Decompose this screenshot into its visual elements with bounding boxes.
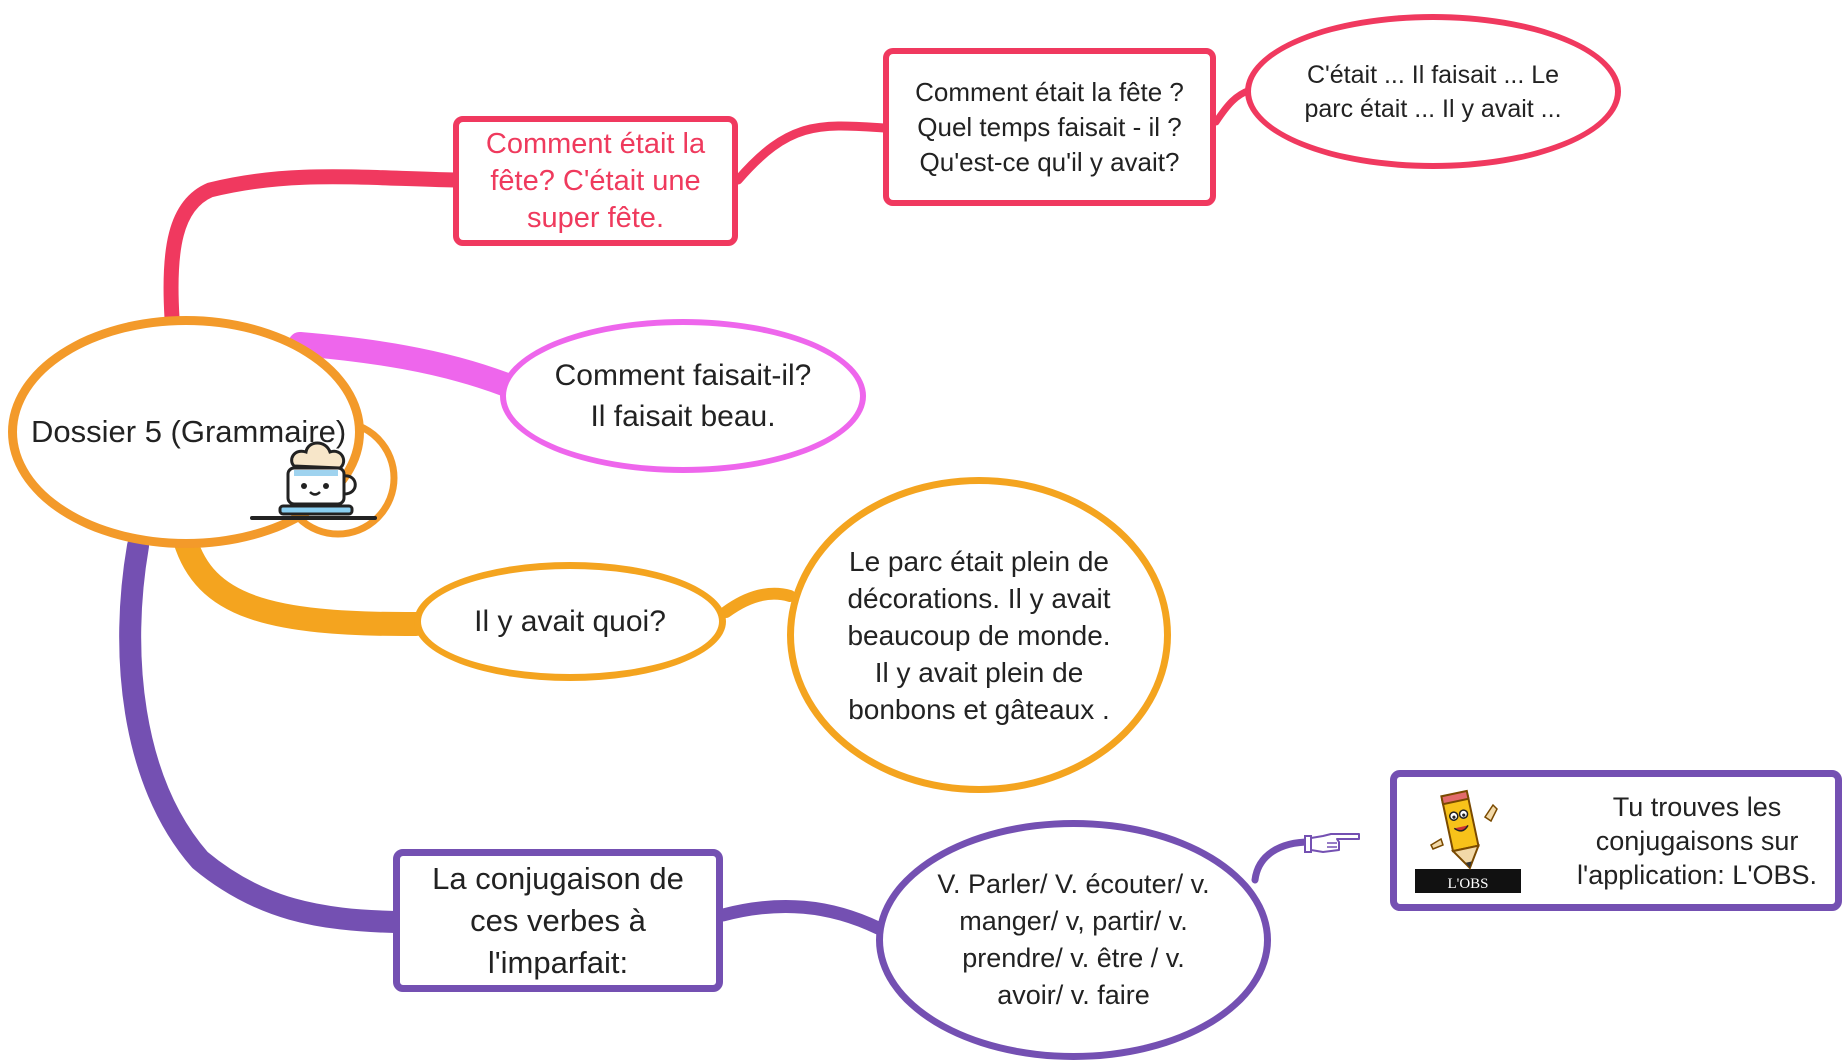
- connector-root-to-party: [163, 169, 463, 326]
- pencil-mascot-icon: L'OBS: [1415, 789, 1521, 893]
- party-question-text: Comment était la fête? C'était une super…: [485, 127, 706, 234]
- connector-conjugation-to-verbs: [716, 899, 885, 935]
- connector-root-to-weather: [288, 332, 516, 396]
- verbs-bubble[interactable]: V. Parler/ V. écouter/ v. manger/ v, par…: [876, 820, 1271, 1060]
- party-prompts-box[interactable]: Comment était la fête ? Quel temps faisa…: [883, 48, 1216, 206]
- park-answer-text: Le parc était plein de décorations. Il y…: [847, 545, 1111, 725]
- app-note-box[interactable]: L'OBS Tu trouves les conjugaisons sur l'…: [1390, 770, 1842, 911]
- pointing-hand-icon: [1304, 833, 1360, 853]
- connector-party-to-prompts: [733, 121, 890, 185]
- what-question-bubble[interactable]: Il y avait quoi?: [414, 562, 726, 681]
- party-question-box[interactable]: Comment était la fête? C'était une super…: [453, 116, 738, 246]
- verbs-text: V. Parler/ V. écouter/ v. manger/ v, par…: [937, 869, 1210, 1010]
- weather-text: Comment faisait-il? Il faisait beau.: [554, 359, 812, 433]
- connector-root-to-what: [173, 528, 428, 637]
- connector-verbs-to-pointer: [1251, 838, 1314, 884]
- conjugation-box[interactable]: La conjugaison de ces verbes à l'imparfa…: [393, 849, 723, 992]
- root-label: Dossier 5 (Grammaire): [31, 414, 347, 449]
- answers-hint-bubble[interactable]: C'était ... Il faisait ... Le parc était…: [1245, 14, 1621, 169]
- party-prompts-text: Comment était la fête ? Quel temps faisa…: [915, 76, 1184, 177]
- what-question-text: Il y avait quoi?: [474, 604, 666, 638]
- connector-root-to-conjugation: [119, 535, 406, 933]
- conjugation-title: La conjugaison de ces verbes à l'imparfa…: [432, 860, 684, 980]
- connector-what-to-park: [720, 587, 796, 618]
- obs-app-logo: L'OBS: [1413, 787, 1523, 897]
- coffee-cup-icon: [250, 441, 377, 520]
- answers-hint-text: C'était ... Il faisait ... Le parc était…: [1304, 60, 1562, 123]
- weather-bubble[interactable]: Comment faisait-il? Il faisait beau.: [500, 319, 866, 473]
- obs-logo-text: L'OBS: [1447, 876, 1488, 892]
- app-note-text: Tu trouves les conjugaisons sur l'applic…: [1577, 791, 1817, 890]
- park-answer-bubble[interactable]: Le parc était plein de décorations. Il y…: [787, 477, 1171, 793]
